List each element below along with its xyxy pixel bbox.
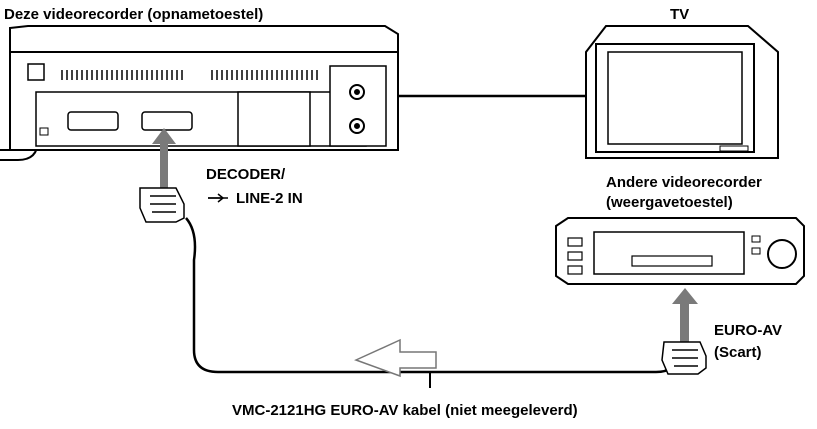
label-vcr-recorder: Deze videorecorder (opnametoestel) (4, 6, 264, 23)
label-cable: VMC-2121HG EURO-AV kabel (niet meegeleve… (232, 402, 578, 419)
scart-plug-icon (139, 187, 185, 223)
euro-av-arrow (680, 300, 689, 342)
label-decoder: DECODER/ (206, 166, 286, 183)
tv-set (585, 25, 779, 159)
connection-arrow (160, 140, 168, 188)
label-other-vcr: Andere videorecorder (606, 174, 762, 191)
label-scart: (Scart) (714, 344, 762, 361)
euro-av-arrow-head (672, 288, 698, 304)
label-tv: TV (670, 6, 690, 23)
vcr-recorder-rear (9, 25, 399, 151)
other-vcr-front (555, 217, 805, 285)
connection-arrow-head (152, 128, 176, 144)
label-line2-in: LINE-2 IN (236, 190, 303, 207)
label-euro-av: EURO-AV (714, 322, 783, 339)
scart-plug-icon (661, 341, 707, 375)
input-arrow-icon (208, 193, 228, 203)
signal-direction-arrow (354, 338, 437, 378)
label-other-vcr-role: (weergavetoestel) (606, 194, 733, 211)
